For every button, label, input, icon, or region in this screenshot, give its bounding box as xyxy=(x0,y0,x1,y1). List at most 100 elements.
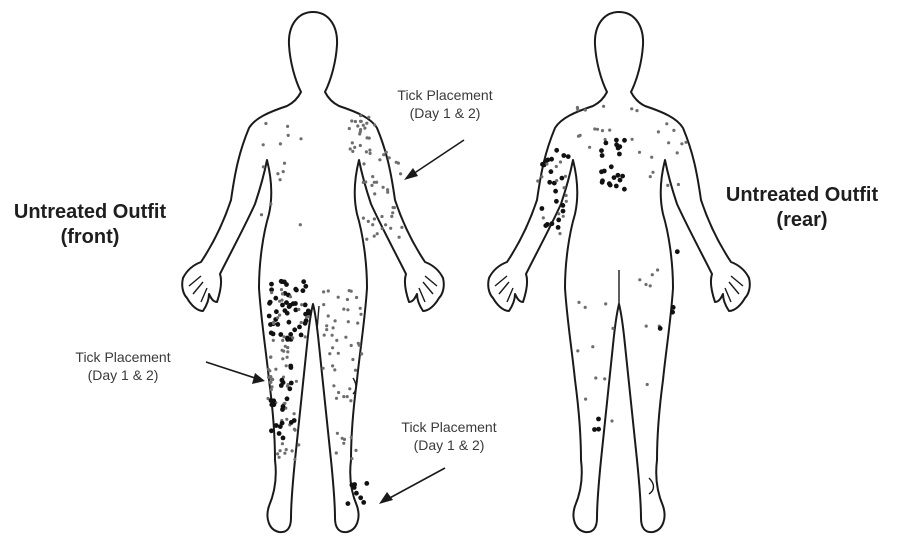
tick-dot xyxy=(667,141,670,144)
tick-dot xyxy=(665,122,668,125)
tick-dot xyxy=(631,138,634,141)
tick-dot xyxy=(332,326,335,329)
tick-dot xyxy=(649,175,652,178)
tick-dot xyxy=(610,419,613,422)
tick-dot xyxy=(275,322,280,327)
tick-dot xyxy=(554,148,559,153)
tick-dot xyxy=(596,427,601,432)
tick-dot xyxy=(269,356,272,359)
tick-dot xyxy=(677,183,680,186)
tick-dot xyxy=(388,156,391,159)
tick-dot xyxy=(365,150,368,153)
tick-dot xyxy=(361,500,366,505)
tick-dot xyxy=(274,309,279,314)
tick-dot xyxy=(593,127,596,130)
tick-dot xyxy=(283,452,286,455)
tick-dot xyxy=(325,324,328,327)
tick-dot xyxy=(272,321,275,324)
tick-dot xyxy=(323,334,326,337)
tick-dot xyxy=(260,213,263,216)
tick-dot xyxy=(614,138,619,143)
tick-dot xyxy=(359,114,362,117)
tick-dot xyxy=(600,178,605,183)
tick-dot xyxy=(322,303,325,306)
tick-dot xyxy=(335,451,338,454)
tick-dot xyxy=(680,142,683,145)
tick-dot xyxy=(357,342,360,345)
tick-dot xyxy=(354,449,357,452)
tick-dot xyxy=(346,308,349,311)
tick-dot xyxy=(367,220,370,223)
tick-dot xyxy=(584,306,587,309)
tick-dot xyxy=(364,180,367,183)
tick-dot xyxy=(348,127,351,130)
tick-dots-front xyxy=(260,114,404,506)
tick-dot xyxy=(560,176,565,181)
tick-dot xyxy=(282,280,287,285)
tick-dot xyxy=(596,417,601,422)
tick-dot xyxy=(666,184,669,187)
tick-dot xyxy=(638,278,641,281)
tick-dot xyxy=(350,457,353,460)
tick-dot xyxy=(269,428,274,433)
tick-dot xyxy=(351,358,354,361)
tick-dot xyxy=(550,221,555,226)
tick-dot xyxy=(555,165,558,168)
tick-dot xyxy=(299,137,302,140)
tick-dot xyxy=(342,442,345,445)
tick-dot xyxy=(596,128,599,131)
tick-dot xyxy=(303,303,308,308)
tick-dot xyxy=(325,328,328,331)
tick-dot xyxy=(588,146,591,149)
tick-dot xyxy=(283,335,286,338)
tick-dot xyxy=(285,364,288,367)
tick-dot xyxy=(354,369,357,372)
tick-dot xyxy=(611,327,614,330)
rear-title-line2: (rear) xyxy=(718,208,886,233)
tick-dot xyxy=(300,321,303,324)
tick-dot xyxy=(555,179,558,182)
tick-dot xyxy=(362,217,365,220)
tick-dot xyxy=(295,380,298,383)
tick-dot xyxy=(289,365,294,370)
tick-dot xyxy=(549,157,554,162)
tick-dot xyxy=(565,194,568,197)
tick-dot xyxy=(385,151,388,154)
tick-dot xyxy=(540,206,545,211)
tick-dot xyxy=(327,314,330,317)
tick-dot xyxy=(391,211,394,214)
tick-dot xyxy=(600,153,605,158)
tick-dot xyxy=(335,397,338,400)
tick-dot xyxy=(353,146,356,149)
tick-dot xyxy=(280,378,285,383)
tick-dot xyxy=(291,301,296,306)
tick-dot xyxy=(349,147,352,150)
tick-dot xyxy=(289,420,294,425)
tick-dot xyxy=(274,423,279,428)
tick-dot xyxy=(556,218,561,223)
tick-dot xyxy=(367,116,370,119)
tick-dot xyxy=(307,315,310,318)
tick-dot xyxy=(360,352,363,355)
tick-dot xyxy=(335,339,338,342)
tick-dot xyxy=(576,106,579,109)
tick-dot xyxy=(299,223,302,226)
tick-dot xyxy=(287,304,292,309)
tick-dot xyxy=(297,443,300,446)
tick-dot xyxy=(280,299,283,302)
tick-dot xyxy=(300,303,303,306)
tick-dot xyxy=(276,316,279,319)
arm-label-line2: (Day 1 & 2) xyxy=(380,104,510,122)
tick-dot xyxy=(280,421,285,426)
tick-dot xyxy=(370,184,373,187)
front-title-line2: (front) xyxy=(10,225,170,250)
tick-dot xyxy=(651,273,654,276)
tick-dot xyxy=(274,368,277,371)
tick-dot xyxy=(337,352,340,355)
tick-dot xyxy=(557,212,560,215)
tick-dot xyxy=(359,313,362,316)
tick-dot xyxy=(656,268,659,271)
tick-dot xyxy=(360,120,363,123)
tick-dot xyxy=(359,307,362,310)
tick-dot xyxy=(564,175,567,178)
